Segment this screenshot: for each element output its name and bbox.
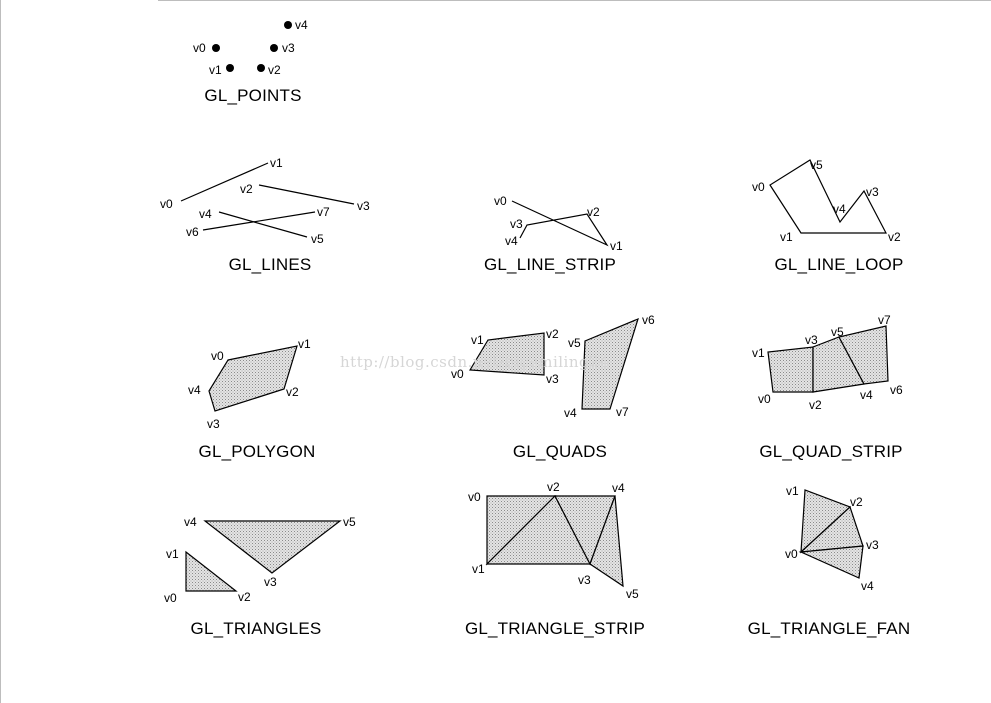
quad-strip-label-v4: v4 bbox=[860, 388, 873, 402]
quad-strip-label-v7: v7 bbox=[878, 313, 891, 327]
triangles-label-v5: v5 bbox=[343, 515, 356, 529]
polygon-shape bbox=[208, 345, 298, 412]
triangle-0 bbox=[185, 550, 238, 592]
triangle-strip-label-v5: v5 bbox=[626, 587, 639, 601]
quad-strip-label-v1: v1 bbox=[752, 346, 765, 360]
line-loop-label-v3: v3 bbox=[866, 185, 879, 199]
points-label-v1: v1 bbox=[209, 63, 222, 77]
caption-gl-quads: GL_QUADS bbox=[513, 442, 607, 461]
quads-label-v5: v5 bbox=[568, 336, 581, 350]
line-segment-v4-v5 bbox=[218, 211, 308, 238]
caption-gl-line-strip: GL_LINE_STRIP bbox=[484, 255, 616, 274]
point-v3 bbox=[270, 44, 278, 52]
caption-gl-triangle-strip: GL_TRIANGLE_STRIP bbox=[465, 619, 645, 638]
points-label-v0: v0 bbox=[193, 41, 206, 55]
caption-gl-lines: GL_LINES bbox=[229, 255, 312, 274]
polygon-label-v1: v1 bbox=[298, 337, 311, 351]
lines-label-v7: v7 bbox=[317, 205, 330, 219]
triangle-strip-label-v0: v0 bbox=[468, 490, 481, 504]
point-v0 bbox=[212, 44, 220, 52]
triangles-label-v0: v0 bbox=[164, 591, 177, 605]
line-strip-label-v3: v3 bbox=[510, 217, 523, 231]
triangle-1 bbox=[203, 520, 342, 574]
quads-label-v6: v6 bbox=[642, 313, 655, 327]
point-v4 bbox=[284, 21, 292, 29]
line-loop-label-v1: v1 bbox=[780, 230, 793, 244]
polygon-label-v2: v2 bbox=[286, 385, 299, 399]
line-strip-path bbox=[511, 200, 609, 247]
line-segment-v2-v3 bbox=[258, 184, 355, 205]
line-loop-label-v4: v4 bbox=[833, 202, 846, 216]
caption-gl-quad-strip: GL_QUAD_STRIP bbox=[759, 442, 902, 461]
line-strip-label-v2: v2 bbox=[587, 205, 600, 219]
line-loop-label-v5: v5 bbox=[810, 158, 823, 172]
triangle-fan-label-v3: v3 bbox=[866, 538, 879, 552]
quad-strip-face-0 bbox=[767, 346, 814, 393]
lines-label-v6: v6 bbox=[186, 225, 199, 239]
triangle-strip-label-v3: v3 bbox=[578, 573, 591, 587]
points-label-v2: v2 bbox=[268, 63, 281, 77]
line-strip-label-v1: v1 bbox=[610, 239, 623, 253]
triangle-fan-face-2 bbox=[798, 545, 864, 579]
triangle-strip-label-v4: v4 bbox=[612, 481, 625, 495]
lines-label-v0: v0 bbox=[160, 197, 173, 211]
points-label-v4: v4 bbox=[295, 18, 308, 32]
triangle-strip-label-v1: v1 bbox=[472, 562, 485, 576]
quad-0 bbox=[468, 332, 545, 376]
line-strip-label-v4: v4 bbox=[505, 234, 518, 248]
lines-label-v1: v1 bbox=[270, 156, 283, 170]
caption-gl-points: GL_POINTS bbox=[204, 86, 301, 105]
polygon-label-v3: v3 bbox=[207, 417, 220, 431]
point-v1 bbox=[226, 64, 234, 72]
lines-label-v2: v2 bbox=[240, 182, 253, 196]
points-label-v3: v3 bbox=[282, 41, 295, 55]
quad-strip-label-v0: v0 bbox=[758, 392, 771, 406]
triangle-fan-label-v0: v0 bbox=[785, 547, 798, 561]
triangles-label-v4: v4 bbox=[184, 515, 197, 529]
caption-gl-triangles: GL_TRIANGLES bbox=[191, 619, 322, 638]
quads-label-v4: v4 bbox=[564, 406, 577, 420]
lines-label-v4: v4 bbox=[199, 207, 212, 221]
triangle-strip-label-v2: v2 bbox=[547, 480, 560, 494]
line-loop-label-v2: v2 bbox=[888, 230, 901, 244]
quads-label-v0: v0 bbox=[451, 367, 464, 381]
line-strip-label-v0: v0 bbox=[494, 194, 507, 208]
primitive-shapes bbox=[180, 21, 889, 592]
polygon-label-v4: v4 bbox=[188, 383, 201, 397]
triangles-label-v3: v3 bbox=[264, 575, 277, 589]
triangle-fan-label-v4: v4 bbox=[861, 579, 874, 593]
triangles-label-v2: v2 bbox=[238, 590, 251, 604]
line-loop-path bbox=[769, 159, 887, 234]
triangle-fan-label-v1: v1 bbox=[786, 484, 799, 498]
quads-label-v1: v1 bbox=[471, 333, 484, 347]
polygon-label-v0: v0 bbox=[211, 349, 224, 363]
caption-gl-polygon: GL_POLYGON bbox=[199, 442, 316, 461]
quad-strip-face-2 bbox=[838, 325, 889, 385]
quad-1 bbox=[581, 317, 639, 410]
caption-gl-triangle-fan: GL_TRIANGLE_FAN bbox=[748, 619, 911, 638]
quads-label-v7: v7 bbox=[616, 405, 629, 419]
triangle-strip-face-3 bbox=[589, 495, 624, 588]
line-segment-v6-v7 bbox=[202, 211, 316, 231]
quad-strip-label-v6: v6 bbox=[890, 383, 903, 397]
quads-label-v2: v2 bbox=[546, 327, 559, 341]
watermark-text: http://blog.csdn.net/bigsmiling24 bbox=[340, 353, 609, 371]
quad-strip-label-v2: v2 bbox=[809, 398, 822, 412]
point-v2 bbox=[257, 64, 265, 72]
line-segment-v0-v1 bbox=[180, 162, 269, 202]
caption-gl-line-loop: GL_LINE_LOOP bbox=[774, 255, 903, 274]
lines-label-v5: v5 bbox=[311, 232, 324, 246]
quad-strip-label-v3: v3 bbox=[805, 333, 818, 347]
quad-strip-label-v5: v5 bbox=[831, 325, 844, 339]
line-loop-label-v0: v0 bbox=[752, 180, 765, 194]
triangle-fan-label-v2: v2 bbox=[850, 495, 863, 509]
quads-label-v3: v3 bbox=[546, 372, 559, 386]
triangles-label-v1: v1 bbox=[166, 547, 179, 561]
lines-label-v3: v3 bbox=[357, 199, 370, 213]
